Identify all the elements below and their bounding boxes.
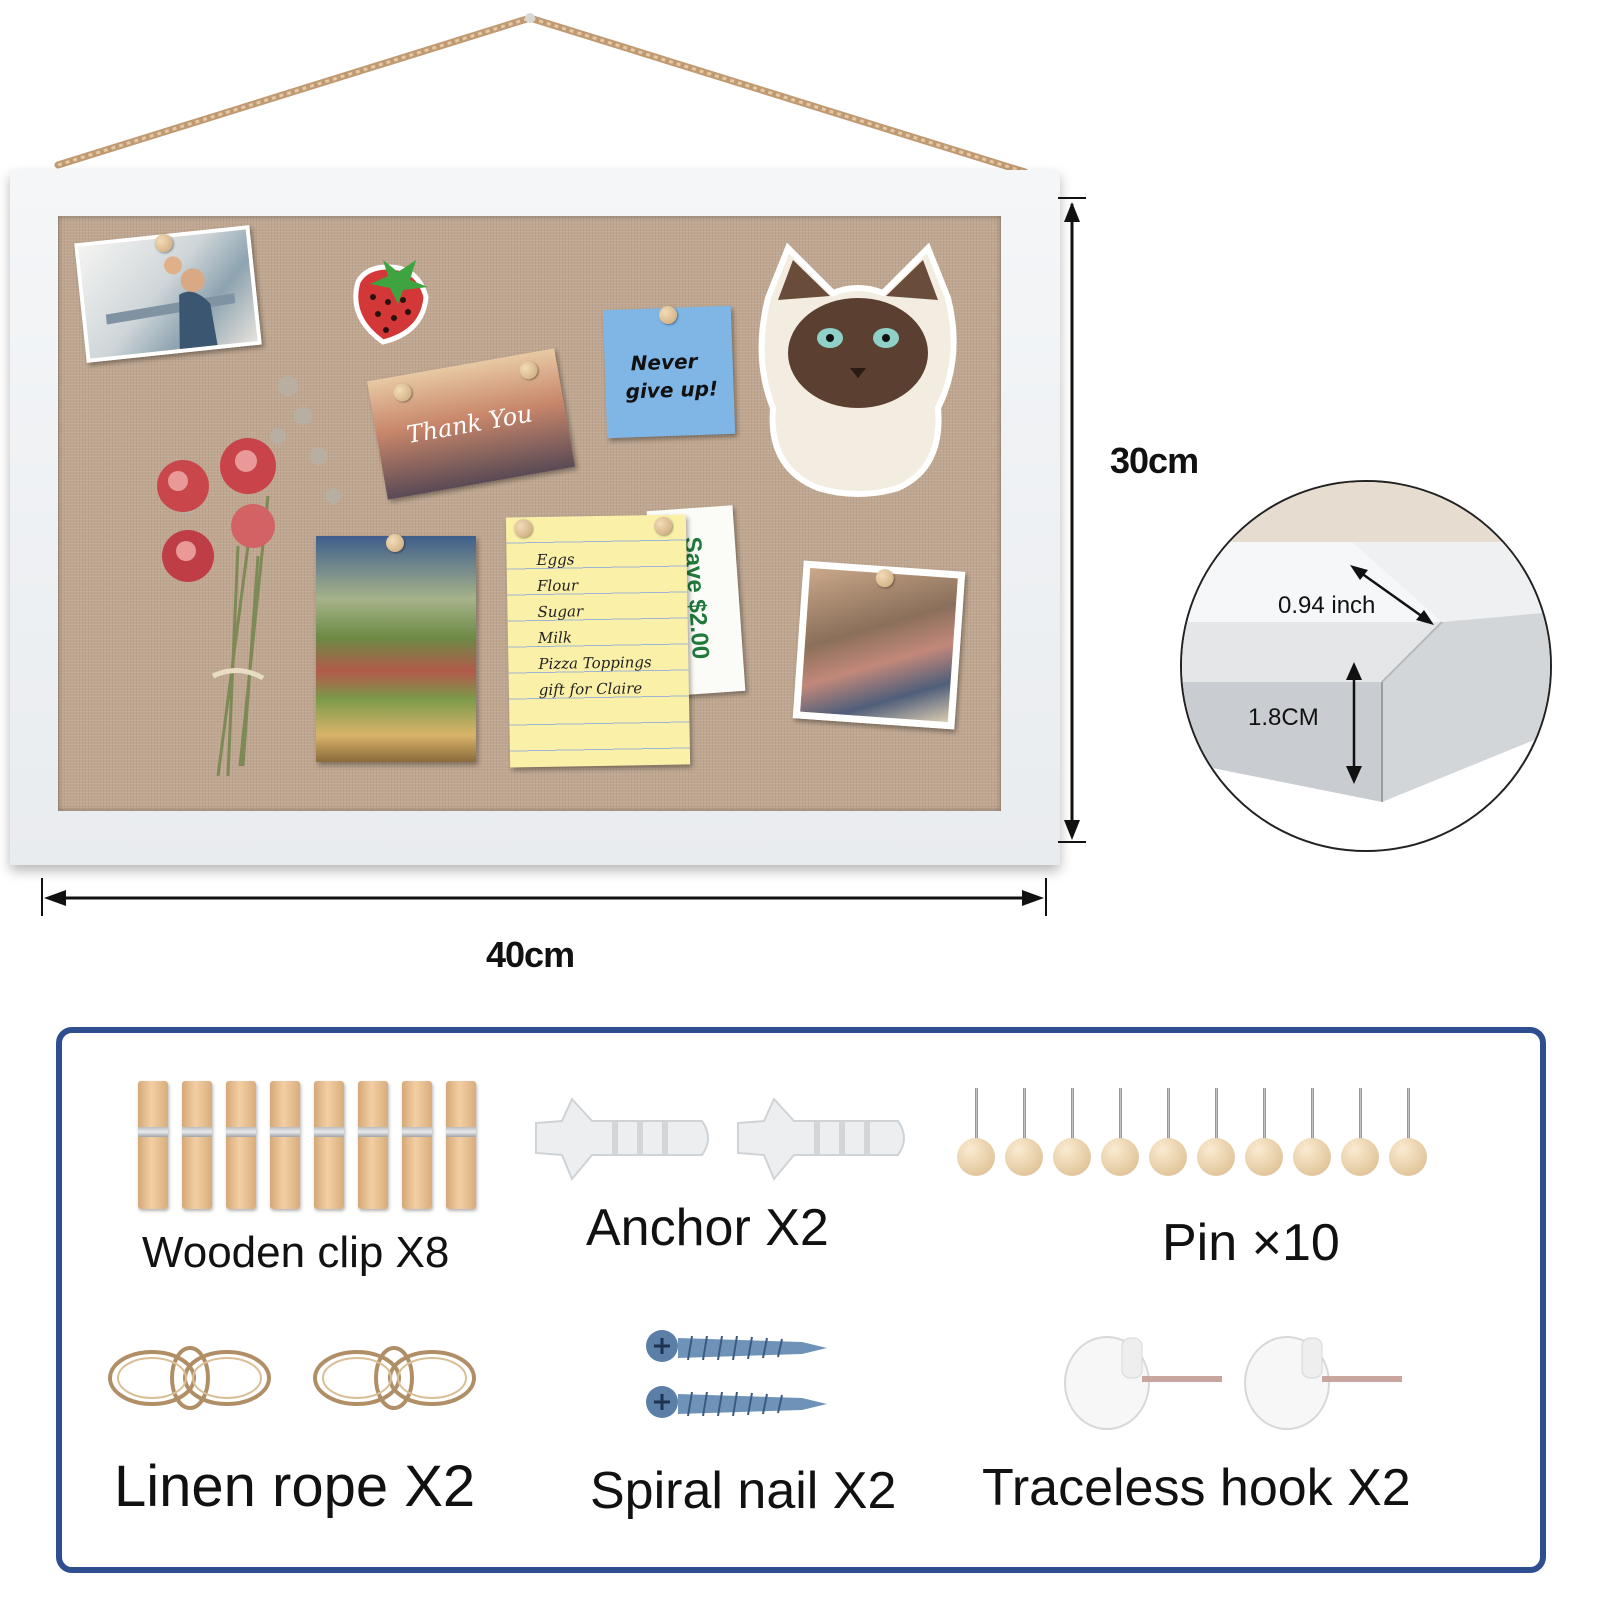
wooden-clip xyxy=(358,1081,388,1209)
family-photo xyxy=(74,225,262,363)
dried-flower-bouquet xyxy=(157,376,341,777)
list-item: Flour xyxy=(536,576,579,596)
wooden-clip xyxy=(446,1081,476,1209)
wooden-clips-group xyxy=(138,1081,478,1211)
wooden-clip xyxy=(402,1081,432,1209)
traceless-hook-pair xyxy=(1064,1336,1402,1430)
wooden-clip xyxy=(314,1081,344,1209)
frame-measure-arrows xyxy=(1346,565,1434,784)
push-pin xyxy=(1149,1088,1189,1188)
list-item: Sugar xyxy=(537,602,584,622)
sticky-note-line-2: give up! xyxy=(625,376,719,404)
spiral-nail-pair xyxy=(646,1330,827,1418)
push-pin xyxy=(1101,1088,1141,1188)
cat-sticker xyxy=(758,242,957,497)
linen-rope-pair xyxy=(108,1346,476,1410)
anchor-label: Anchor X2 xyxy=(586,1199,829,1257)
push-pin xyxy=(1053,1088,1093,1188)
vintage-photo xyxy=(792,560,966,730)
pin-label: Pin ×10 xyxy=(1162,1214,1340,1272)
frame-width-label: 0.94 inch xyxy=(1278,592,1376,619)
push-pin xyxy=(1389,1088,1429,1188)
push-pin xyxy=(1293,1088,1333,1188)
frame-detail-inset: 0.94 inch 1.8CM xyxy=(1180,480,1552,852)
hanging-rope xyxy=(54,13,1029,176)
wooden-clip xyxy=(270,1081,300,1209)
board-frame: Thank You Never give up! Save $2.00 xyxy=(10,170,1060,865)
painting-postcard xyxy=(316,534,476,762)
thank-you-text: Thank You xyxy=(404,399,535,450)
linen-board: Thank You Never give up! Save $2.00 xyxy=(58,216,1001,811)
push-pin xyxy=(957,1088,997,1188)
traceless-hook-label: Traceless hook X2 xyxy=(982,1459,1411,1517)
height-label: 30cm xyxy=(1110,440,1199,481)
list-item: Pizza Toppings xyxy=(538,653,652,674)
shopping-list-items: Eggs Flour Sugar Milk Pizza Toppings gif… xyxy=(536,545,652,703)
push-pin xyxy=(1005,1088,1045,1188)
height-dimension-line xyxy=(1058,197,1086,843)
linen-rope-label: Linen rope X2 xyxy=(114,1454,476,1519)
family-photo-figures xyxy=(105,256,236,350)
list-item: gift for Claire xyxy=(538,679,643,700)
accessories-panel: Wooden clip X8 Anchor X2 Pin ×10 xyxy=(56,1027,1546,1573)
sticky-note: Never give up! xyxy=(602,305,736,439)
spiral-nail-label: Spiral nail X2 xyxy=(590,1462,897,1520)
sticky-note-line-1: Never xyxy=(630,349,698,376)
width-label: 40cm xyxy=(486,934,575,975)
list-item: Milk xyxy=(537,628,573,648)
push-pin xyxy=(1197,1088,1237,1188)
frame-depth-label: 1.8CM xyxy=(1248,704,1319,731)
list-item: Eggs xyxy=(536,550,575,570)
width-dimension-line xyxy=(41,878,1047,916)
pins-group xyxy=(957,1088,1437,1188)
wooden-clip-label: Wooden clip X8 xyxy=(142,1228,450,1277)
strawberry-sticker xyxy=(353,260,429,345)
wooden-clip xyxy=(226,1081,256,1209)
anchor-pair xyxy=(535,1097,905,1181)
thank-you-card: Thank You xyxy=(367,348,575,500)
push-pin xyxy=(1245,1088,1285,1188)
wooden-clip xyxy=(182,1081,212,1209)
wooden-clip xyxy=(138,1081,168,1209)
push-pin xyxy=(1341,1088,1381,1188)
shopping-list: Eggs Flour Sugar Milk Pizza Toppings gif… xyxy=(505,514,691,768)
